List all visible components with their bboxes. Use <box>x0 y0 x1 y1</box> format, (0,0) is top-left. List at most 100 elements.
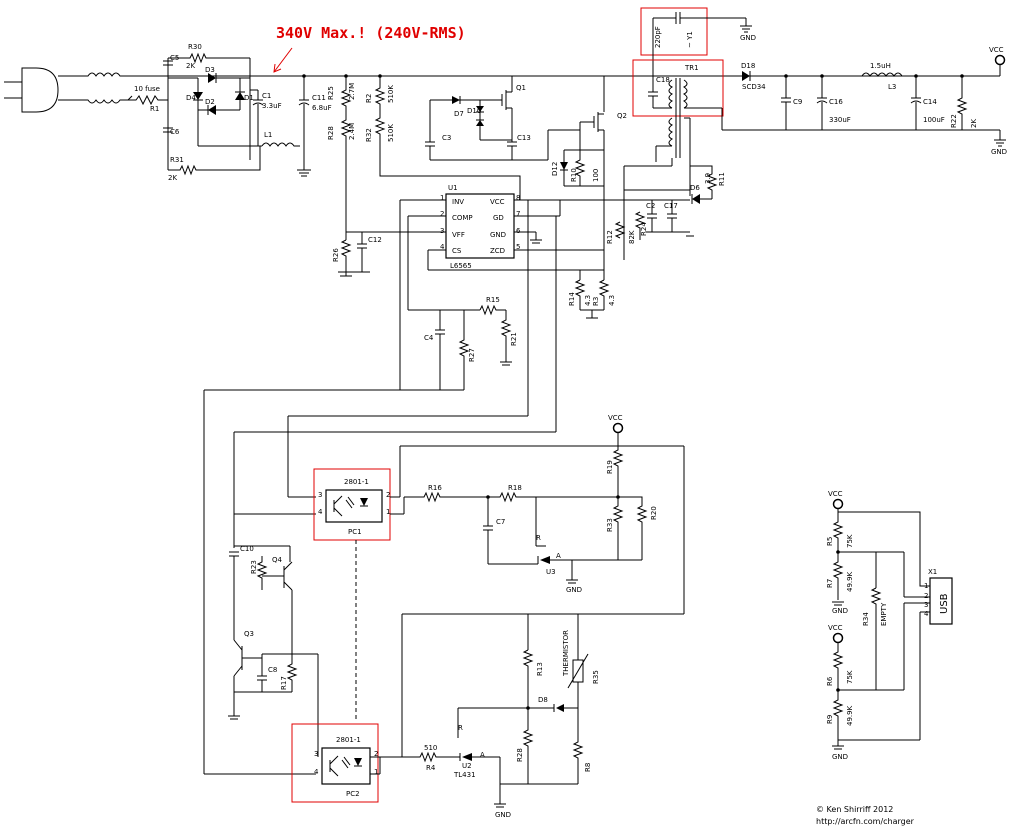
r13-label: R13 <box>536 662 544 676</box>
r26-c12: R26 C12 <box>332 231 440 277</box>
c13-label: C13 <box>517 134 531 142</box>
r8-label: R8 <box>584 763 592 772</box>
q4-stage: C10 R23 Q4 <box>229 545 293 654</box>
r2-r32-divider: R2 510K R32 510K <box>365 74 521 201</box>
u1-part: L6565 <box>450 262 472 270</box>
c6-label: C6 <box>170 128 180 136</box>
pc2-optocoupler: 2801-1 PC2 3 4 2 1 <box>314 736 402 798</box>
vcc-label-r5: VCC <box>828 490 843 498</box>
thermistor-label: THERMISTOR <box>562 630 570 677</box>
pin-gd: GD <box>493 214 504 222</box>
d2-label: D2 <box>205 98 215 106</box>
pc1-optocoupler: 2801-1 PC1 3 4 2 1 <box>318 478 400 536</box>
r2-label: R2 <box>365 94 373 103</box>
r22-value: 2K <box>970 119 978 128</box>
c3-label: C3 <box>442 134 451 142</box>
gnd-label-r9: GND <box>832 753 848 761</box>
q2-label: Q2 <box>617 112 627 120</box>
pc2-highlight-box <box>291 723 379 803</box>
u3-label: U3 <box>546 568 556 576</box>
pin-zcd: ZCD <box>490 247 505 255</box>
r33-label: R33 <box>606 518 614 532</box>
c1-value: 3.3uF <box>262 102 282 110</box>
r26-label: R26 <box>332 248 340 262</box>
c4-label: C4 <box>424 334 434 342</box>
q3-stage: Q3 C8 R17 <box>228 630 319 757</box>
u2-label: U2 <box>462 762 472 770</box>
pin-comp: COMP <box>452 214 473 222</box>
vcc-label-r19: VCC <box>608 414 623 422</box>
r35-label: R35 <box>592 670 600 684</box>
r30-value: 2K <box>186 62 195 70</box>
pin-gnd: GND <box>490 231 506 239</box>
gnd-label-u3: GND <box>566 586 582 594</box>
pc2-pin1: 1 <box>374 768 378 776</box>
c1-label: C1 <box>262 92 271 100</box>
c17-label: C17 <box>664 202 678 210</box>
pc2-pin3: 3 <box>314 750 318 758</box>
d18-label: D18 <box>741 62 755 70</box>
r15-label: R15 <box>486 296 500 304</box>
vcc-label-out: VCC <box>989 46 1004 54</box>
c12-label: C12 <box>368 236 382 244</box>
d7-label: D7 <box>454 110 464 118</box>
usb-label: USB <box>939 593 950 614</box>
pin-num-7: 7 <box>516 210 520 218</box>
d10-label: D10 <box>467 107 481 115</box>
r28b-label: R28 <box>516 748 524 762</box>
r9-value: 49.9K <box>846 705 854 726</box>
r14-value: 4.3 <box>584 295 592 306</box>
thermistor-network: R13 THERMISTOR R35 D8 R28 R8 <box>516 614 600 784</box>
pin-num-8: 8 <box>516 194 520 202</box>
transformer-highlight-box <box>632 59 724 117</box>
x1-label: X1 <box>928 568 937 576</box>
r14-label: R14 <box>568 292 576 306</box>
gnd-label-u2: GND <box>495 811 511 819</box>
q2-mosfet: Q2 D12 R10 100 <box>551 76 627 270</box>
d1-label: D1 <box>244 94 254 102</box>
gnd-label-r7: GND <box>832 607 848 615</box>
tr1-label: TR1 <box>684 64 699 72</box>
r4-label: R4 <box>426 764 436 772</box>
u2-ref-a: A <box>480 751 485 759</box>
l1-inductor: L1 <box>261 131 300 147</box>
c4-r15-network: R15 C4 R27 R21 <box>400 296 518 391</box>
pin-num-4: 4 <box>440 243 445 251</box>
c14-label: C14 <box>923 98 937 106</box>
vcc-terminal-r19 <box>612 422 624 434</box>
gnd-label-top: GND <box>740 34 756 42</box>
usb-section: VCC R5 75K R7 49.9K GND R34 EMPTY VCC R6… <box>826 490 953 761</box>
pc1-pin3: 3 <box>318 491 322 499</box>
transformer-tr1: C18 TR1 <box>648 64 1000 196</box>
r7-label: R7 <box>826 579 834 588</box>
tl431-label: TL431 <box>453 771 476 779</box>
r28a-label: R28 <box>327 126 335 140</box>
c9-label: C9 <box>793 98 802 106</box>
vcc-label-r6: VCC <box>828 624 843 632</box>
y1-capacitor: GND 220pF ~ Y1 <box>652 12 756 76</box>
gnd-label-out: GND <box>991 148 1007 156</box>
r32-value: 510K <box>387 124 395 142</box>
pc1-label: PC1 <box>348 528 362 536</box>
y1-label: ~ Y1 <box>686 31 694 48</box>
r3-label: R3 <box>592 297 600 306</box>
d12-label: D12 <box>551 162 559 176</box>
r7-value: 49.9K <box>846 571 854 592</box>
r23-label: R23 <box>250 560 258 574</box>
pin-num-3: 3 <box>440 227 444 235</box>
y1-highlight-box <box>640 7 708 56</box>
pin-num-5: 5 <box>516 243 520 251</box>
r10-value: 100 <box>592 169 600 182</box>
usb-pin-1: 1 <box>924 582 928 590</box>
d6-label: D6 <box>690 184 700 192</box>
r18-label: R18 <box>508 484 522 492</box>
d3-label: D3 <box>205 66 215 74</box>
r12-label: R12 <box>606 230 614 244</box>
vcc-terminal <box>994 54 1006 66</box>
l3-value: 1.5uH <box>870 62 891 70</box>
q3-label: Q3 <box>244 630 254 638</box>
q4-label: Q4 <box>272 556 283 564</box>
c1: C1 3.3uF <box>250 89 282 146</box>
r17-label: R17 <box>280 676 288 690</box>
r25-value: 2.7M <box>348 83 356 100</box>
